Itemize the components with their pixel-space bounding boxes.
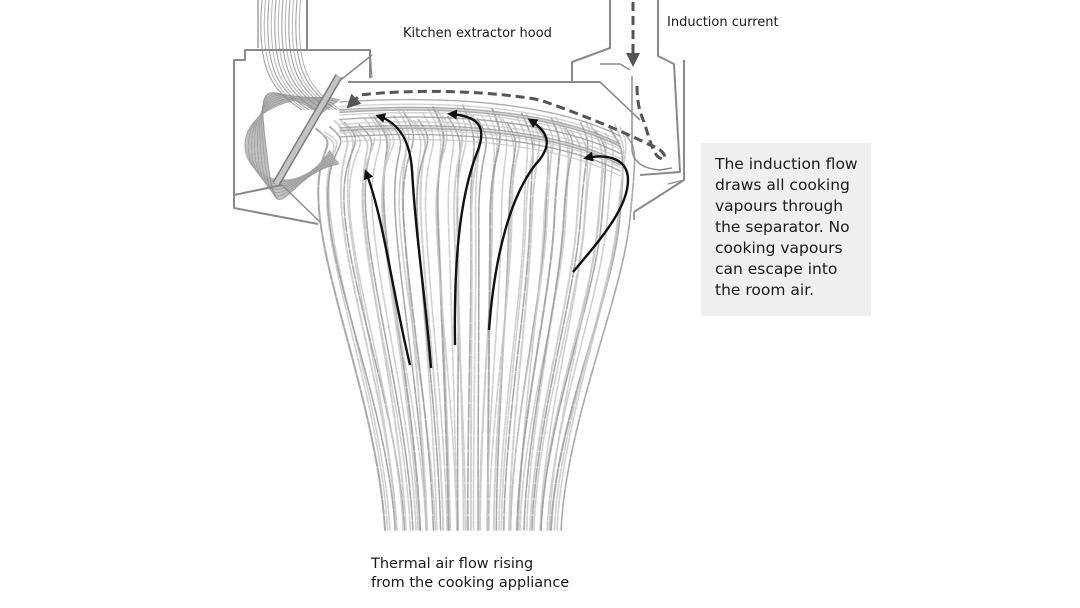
left-corner-vortex: [244, 0, 341, 201]
kitchen-extractor-hood-label: Kitchen extractor hood: [403, 26, 552, 41]
streamline: [353, 127, 407, 531]
flow-arrow-3: [447, 109, 483, 346]
duct-exhaust-line: [284, 0, 327, 111]
streamline: [509, 124, 549, 531]
streamline: [495, 121, 517, 531]
streamline: [478, 110, 498, 531]
streamline: [556, 124, 625, 531]
thermal-flow-arrows: [363, 109, 630, 369]
streamline: [488, 117, 515, 531]
streamline: [550, 127, 624, 531]
streamline: [333, 119, 398, 531]
streamline: [508, 119, 541, 531]
streamline: [339, 124, 621, 163]
streamline: [327, 126, 396, 531]
thermal-label-line-2: from the cooking appliance: [371, 575, 570, 591]
streamline: [373, 116, 422, 531]
streamline: [368, 114, 417, 531]
extractor-hood-outline: [233, 0, 685, 225]
duct-exhaust-line: [274, 0, 317, 111]
duct-exhaust-line: [298, 0, 341, 111]
streamline: [388, 121, 428, 531]
streamline: [553, 126, 627, 531]
flow-arrow-2: [375, 113, 433, 369]
induction-current-arrow: [346, 2, 667, 161]
streamline: [339, 127, 621, 166]
streamline: [339, 108, 621, 146]
streamline: [546, 132, 614, 531]
streamline: [339, 103, 621, 142]
streamline: [540, 130, 607, 531]
streamline: [560, 132, 636, 531]
thermal-plume-streamlines: [314, 98, 636, 531]
streamline: [338, 118, 398, 531]
streamline: [339, 133, 621, 172]
duct-exhaust-line: [270, 0, 313, 111]
streamline: [486, 107, 501, 531]
streamline: [402, 111, 435, 531]
streamline: [319, 131, 391, 531]
vortex-line: [262, 92, 340, 201]
grease-separator: [272, 73, 343, 187]
explanation-note-box: The induction flow draws all cooking vap…: [701, 143, 871, 316]
streamline: [476, 118, 488, 531]
duct-exhaust-line: [277, 0, 320, 111]
duct-exhaust-line: [263, 0, 306, 111]
duct-exhaust-line: [260, 0, 303, 111]
explanation-note-text: The induction flow draws all cooking vap…: [715, 155, 858, 299]
streamline: [324, 131, 389, 531]
flow-arrow-1: [363, 169, 412, 366]
streamline: [498, 116, 529, 531]
streamline: [361, 117, 411, 531]
duct-exhaust-line: [281, 0, 324, 111]
streamline: [358, 124, 414, 531]
thermal-label-line-1: Thermal air flow rising: [371, 556, 534, 572]
streamline: [503, 112, 534, 531]
streamline: [339, 126, 621, 165]
streamline: [422, 113, 448, 531]
streamline: [500, 113, 535, 531]
thermal-air-flow-label: Thermal air flow rising from the cooking…: [371, 555, 569, 593]
duct-exhaust-line: [267, 0, 310, 111]
streamline: [539, 120, 594, 531]
streamline: [339, 112, 621, 150]
streamline: [314, 127, 386, 531]
streamline: [339, 106, 621, 145]
streamline: [492, 120, 521, 531]
flow-arrow-5: [572, 151, 630, 273]
streamline: [339, 138, 621, 177]
streamline: [435, 110, 458, 531]
streamline: [348, 126, 405, 531]
streamline: [412, 119, 445, 531]
flow-arrow-4: [487, 118, 548, 331]
streamline: [442, 115, 458, 531]
streamline: [339, 98, 621, 137]
streamline: [339, 109, 621, 148]
induction-current-label: Induction current: [667, 15, 779, 30]
